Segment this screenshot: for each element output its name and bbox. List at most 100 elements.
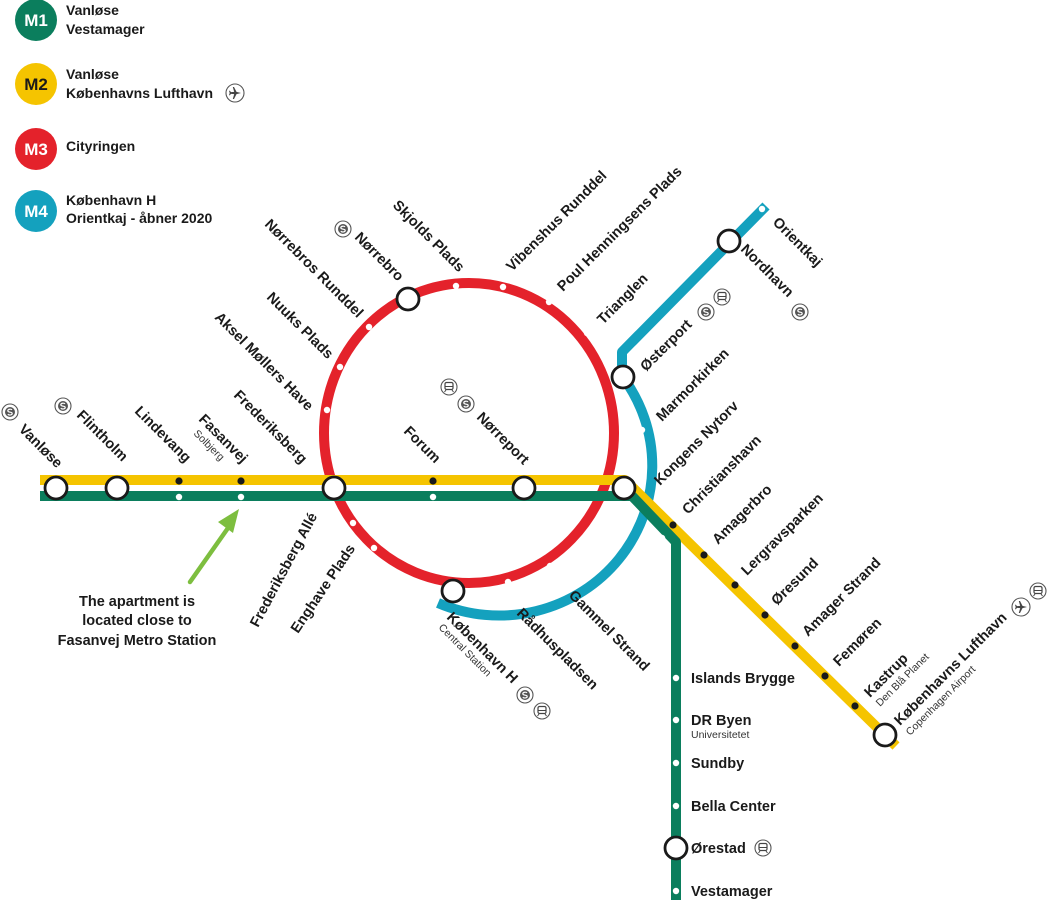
train-icon: [754, 839, 772, 857]
station-dot: [508, 594, 516, 602]
label-norrebro: Nørrebro: [351, 230, 406, 285]
station-dot: [175, 477, 183, 485]
station-dot: [761, 611, 769, 619]
station-dot: [336, 363, 344, 371]
m2-badge: [15, 63, 57, 105]
station-dot: [638, 426, 646, 434]
station-dot: [672, 716, 680, 724]
s-train-icon: [457, 395, 475, 413]
interchange-kobenhavn-h: [440, 578, 466, 604]
label-norreport: Nørreport: [473, 410, 532, 469]
m3-badge-label: M3: [24, 140, 48, 159]
label-sundby: Sundby: [691, 756, 744, 772]
station-dot: [561, 573, 569, 581]
station-dot: [545, 298, 553, 306]
s-train-icon: [791, 303, 809, 321]
train-icon: [440, 378, 458, 396]
m3-legend-line-1: Cityringen: [66, 138, 135, 154]
m4-line: [436, 202, 770, 621]
label-dr-byen-sub: Universitetet: [691, 729, 749, 741]
interchange-lufthavn: [872, 722, 898, 748]
interchange-kongens-nytorv: [611, 475, 637, 501]
m3-badge: [15, 128, 57, 170]
airplane-icon: [1011, 597, 1031, 617]
station-dot: [370, 544, 378, 552]
train-icon: [1029, 582, 1047, 600]
label-islands-brygge: Islands Brygge: [691, 671, 795, 687]
m1-legend-line-1: Vanløse: [66, 2, 119, 18]
station-dot: [672, 674, 680, 682]
interchange-nordhavn: [716, 228, 742, 254]
station-dot: [658, 534, 666, 542]
annotation-line-1: The apartment is: [79, 594, 195, 610]
station-dot: [821, 672, 829, 680]
label-lindevang: Lindevang: [131, 404, 194, 467]
m1-line: [40, 491, 681, 900]
m1-badge: [15, 0, 57, 41]
apartment-annotation: The apartment is located close to Fasanv…: [58, 509, 239, 649]
interchange-osterport: [610, 364, 636, 390]
station-dot: [851, 702, 859, 710]
label-femoren: Femøren: [831, 615, 886, 670]
s-train-icon: [54, 397, 72, 415]
legend-item-m3: M3 Cityringen: [15, 128, 135, 170]
station-dot: [669, 521, 677, 529]
label-oresund: Øresund: [769, 555, 822, 608]
interchange-norreport: [511, 475, 537, 501]
m4-legend-line-1: København H: [66, 192, 156, 208]
station-dot: [504, 578, 512, 586]
station-labels: Vanløse Flintholm Lindevang Fasanvej Sol…: [1, 164, 1047, 900]
interchange-vanlose: [43, 475, 69, 501]
label-vanlose: Vanløse: [15, 422, 65, 472]
s-train-icon: [1, 403, 19, 421]
label-forum: Forum: [400, 424, 443, 467]
label-orientkaj: Orientkaj: [769, 215, 825, 271]
label-orestad: Ørestad: [691, 841, 746, 857]
legend-item-m2: M2 Vanløse Københavns Lufthavn: [15, 63, 245, 105]
station-dot: [700, 551, 708, 559]
station-dot: [731, 581, 739, 589]
label-dr-byen: DR Byen: [691, 713, 751, 729]
station-dot: [452, 282, 460, 290]
station-dot: [583, 329, 591, 337]
train-icon: [713, 288, 731, 306]
m2-legend-line-2: Københavns Lufthavn: [66, 85, 213, 101]
m1-badge-label: M1: [24, 11, 48, 30]
station-markers: [43, 205, 898, 895]
station-dot: [349, 519, 357, 527]
station-dot: [323, 406, 331, 414]
m4-badge: [15, 190, 57, 232]
interchange-flintholm: [104, 475, 130, 501]
annotation-arrow-head: [218, 509, 239, 533]
station-dot: [672, 759, 680, 767]
label-vestamager: Vestamager: [691, 884, 773, 900]
s-train-icon: [334, 220, 352, 238]
m4-badge-label: M4: [24, 202, 48, 221]
station-dot: [672, 887, 680, 895]
station-dot: [672, 802, 680, 810]
s-train-icon: [516, 686, 534, 704]
station-dot: [546, 562, 554, 570]
label-nordhavn: Nordhavn: [737, 242, 796, 301]
station-dot: [499, 283, 507, 291]
label-nuuks-plads: Nuuks Plads: [263, 290, 336, 363]
station-dot: [365, 323, 373, 331]
annotation-line-2: located close to: [82, 613, 192, 629]
airplane-icon: [225, 83, 245, 103]
label-skjolds-plads: Skjolds Plads: [389, 198, 467, 276]
annotation-line-3: Fasanvej Metro Station: [58, 633, 217, 649]
label-poul-henningsens-plads: Poul Henningsens Plads: [555, 164, 686, 295]
m2-badge-label: M2: [24, 75, 48, 94]
m4-legend-line-2: Orientkaj - åbner 2020: [66, 210, 213, 226]
station-dot: [429, 477, 437, 485]
station-dot: [237, 493, 245, 501]
m2-legend-line-1: Vanløse: [66, 66, 119, 82]
label-flintholm: Flintholm: [73, 408, 130, 465]
label-amagerbro: Amagerbro: [710, 482, 776, 548]
train-icon: [533, 702, 551, 720]
station-dot: [429, 493, 437, 501]
m3-ring: [319, 278, 619, 588]
legend: M1 Vanløse Vestamager M2 Vanløse Københa…: [15, 0, 245, 232]
station-dot: [175, 493, 183, 501]
